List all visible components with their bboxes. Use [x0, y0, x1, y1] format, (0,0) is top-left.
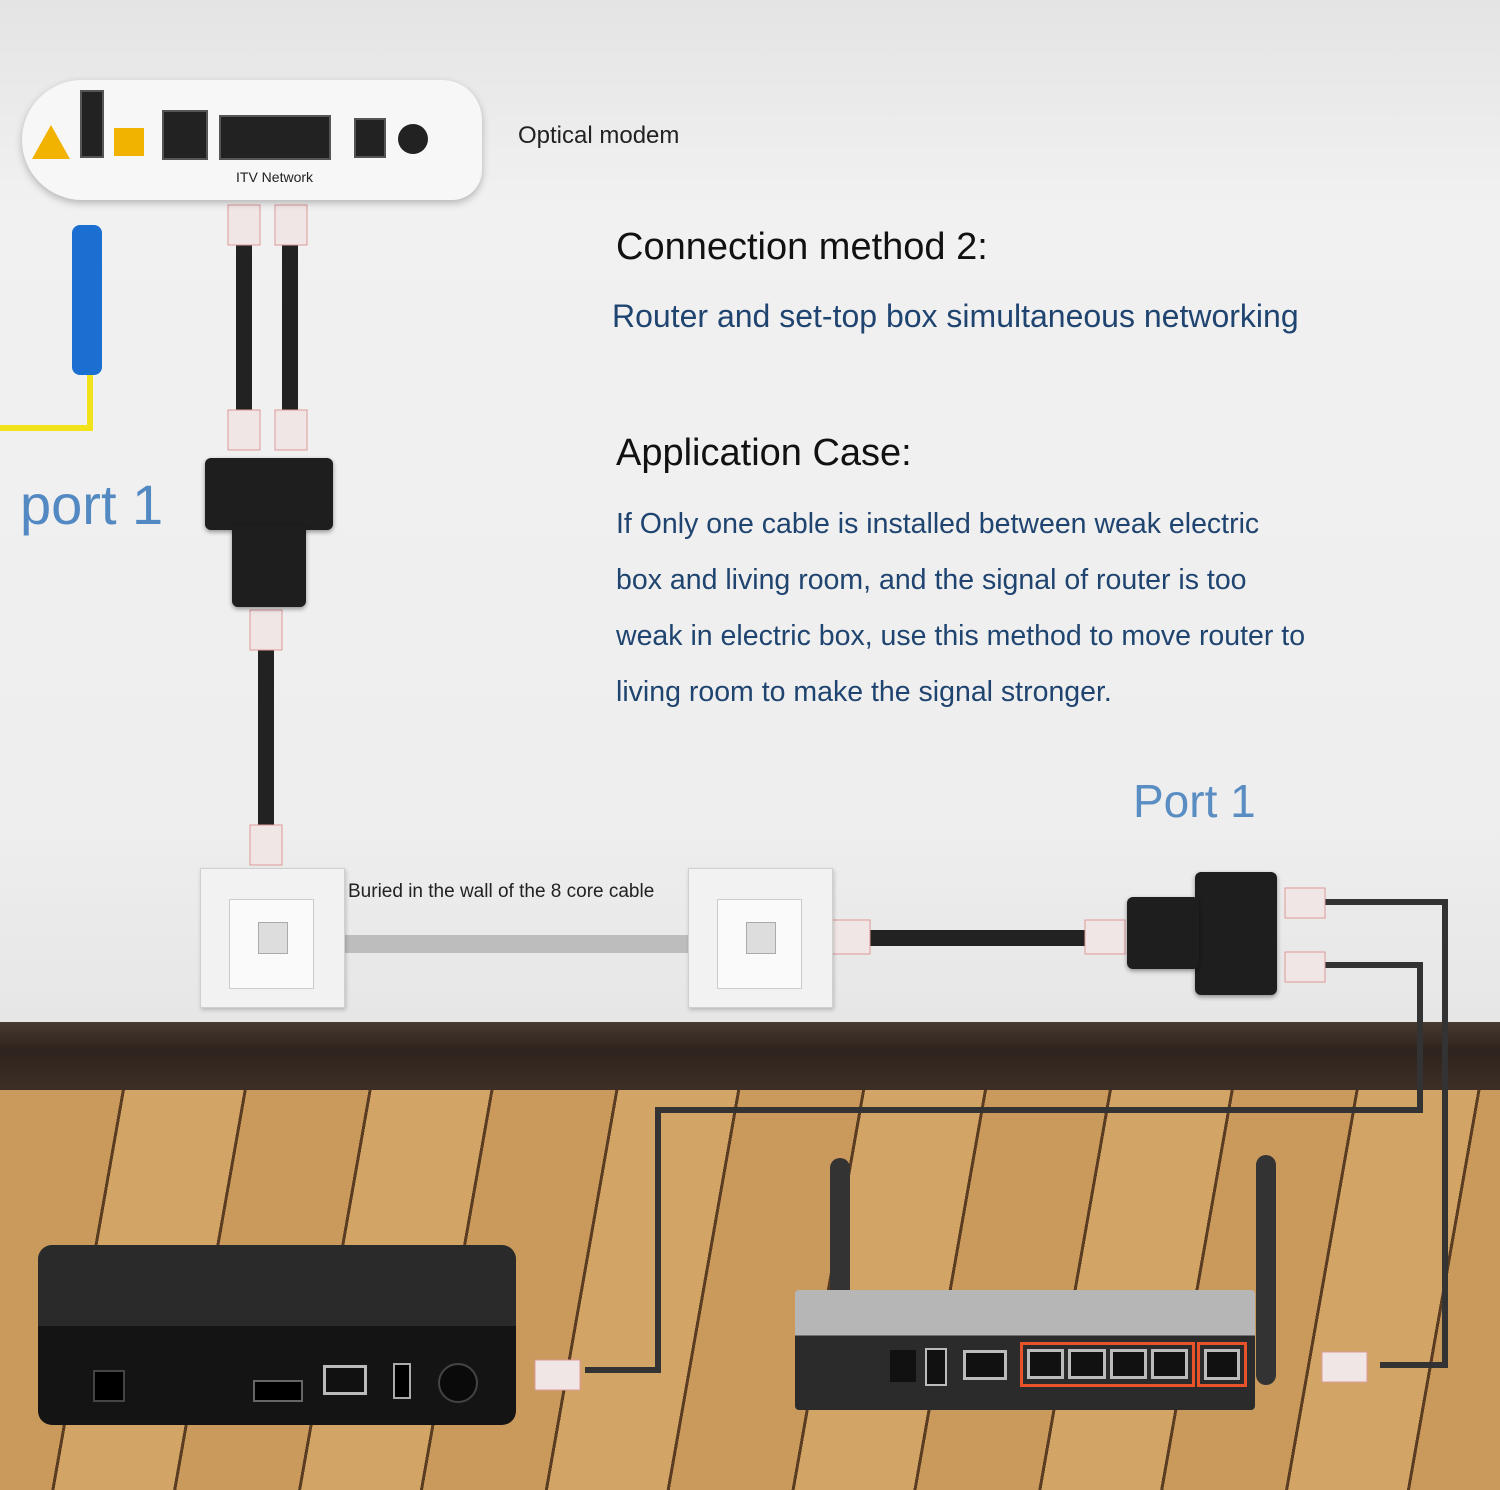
- application-description: If Only one cable is installed between w…: [616, 496, 1305, 720]
- wall-cable-label: Buried in the wall of the 8 core cable: [348, 881, 655, 902]
- rj45-plug: [274, 409, 308, 451]
- fiber-connector: [72, 225, 102, 375]
- fiber-cable: [0, 360, 93, 431]
- splitter-right: [1195, 872, 1277, 995]
- antenna-right: [1256, 1155, 1276, 1385]
- rj45-plug: [227, 409, 261, 451]
- av-port: [438, 1363, 478, 1403]
- ethernet-port: [323, 1365, 367, 1395]
- splitter-top: [205, 458, 333, 530]
- lan-port-5: [1197, 1342, 1247, 1387]
- rj45-plug: [274, 204, 308, 246]
- port-label-left: port 1: [20, 473, 164, 536]
- wall-plate-left: [200, 868, 345, 1008]
- rj45-plug: [227, 204, 261, 246]
- phone-port: [162, 110, 208, 160]
- optical-modem-label: Optical modem: [518, 122, 680, 149]
- wall-plate-right: [688, 868, 833, 1008]
- patch-cable-network: [282, 230, 298, 440]
- splitter-bottom: [232, 525, 306, 607]
- set-top-box: [38, 1245, 516, 1425]
- power-port: [354, 118, 386, 158]
- laser-warning-icon: [32, 125, 70, 159]
- description-line: weak in electric box, use this method to…: [616, 620, 1306, 652]
- description-line: If Only one cable is installed between w…: [616, 508, 1260, 540]
- baseboard: [0, 1022, 1500, 1092]
- application-title: Application Case:: [616, 432, 912, 474]
- lan-ports: [1020, 1342, 1195, 1387]
- patch-cable-splitter: [835, 930, 1115, 946]
- description-line: box and living room, and the signal of r…: [616, 564, 1247, 596]
- power-port: [890, 1350, 916, 1382]
- fiber-port: [80, 90, 104, 158]
- router: [795, 1290, 1255, 1410]
- page-subtitle: Router and set-top box simultaneous netw…: [612, 298, 1299, 334]
- cable-to-settop-box: [585, 962, 1423, 1373]
- wall-cable: [345, 935, 690, 953]
- port-label-right: Port 1: [1133, 775, 1256, 827]
- rj45-plug: [249, 609, 283, 651]
- hdmi-port: [253, 1380, 303, 1402]
- warning-label: [114, 128, 144, 156]
- port-labels: ITV Network: [236, 169, 314, 185]
- power-port: [93, 1370, 125, 1402]
- usb-port: [925, 1348, 947, 1386]
- optical-modem: ITV Network: [22, 80, 482, 200]
- page-title: Connection method 2:: [616, 226, 988, 268]
- description-line: living room to make the signal stronger.: [616, 676, 1112, 708]
- power-button: [398, 124, 428, 154]
- rj45-plug: [249, 824, 283, 866]
- patch-cable-wall: [258, 630, 274, 850]
- usb-port: [393, 1363, 411, 1399]
- patch-cable-itv: [236, 230, 252, 440]
- lan-ports: [219, 115, 331, 160]
- cable-to-router: [1320, 899, 1448, 1368]
- splitter-right-input: [1127, 897, 1199, 969]
- wan-port: [963, 1350, 1007, 1380]
